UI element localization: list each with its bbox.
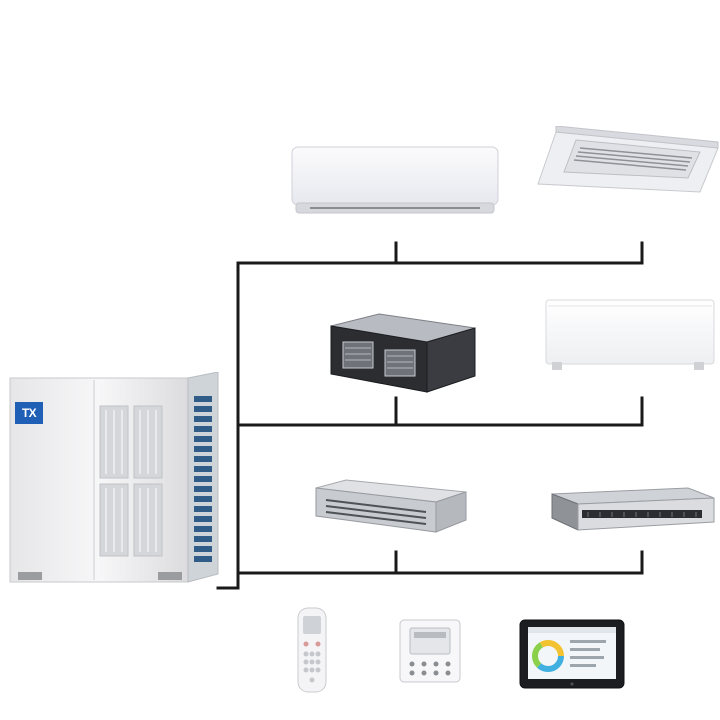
slim-duct-unit-icon: [310, 478, 470, 536]
touch-screen-controller-icon: [518, 618, 626, 690]
wall-mounted-split-icon: [290, 145, 500, 219]
floor-console-unit-icon: [544, 298, 716, 374]
ceiling-cassette-icon: [536, 126, 720, 196]
brand-logo: TX: [15, 402, 43, 424]
wired-controller-icon: [398, 618, 462, 684]
remote-control-icon: [296, 606, 328, 694]
high-static-duct-unit-icon: [327, 312, 477, 394]
vrf-outdoor-unit-icon: TX: [8, 372, 220, 594]
low-profile-duct-unit-icon: [548, 486, 718, 534]
